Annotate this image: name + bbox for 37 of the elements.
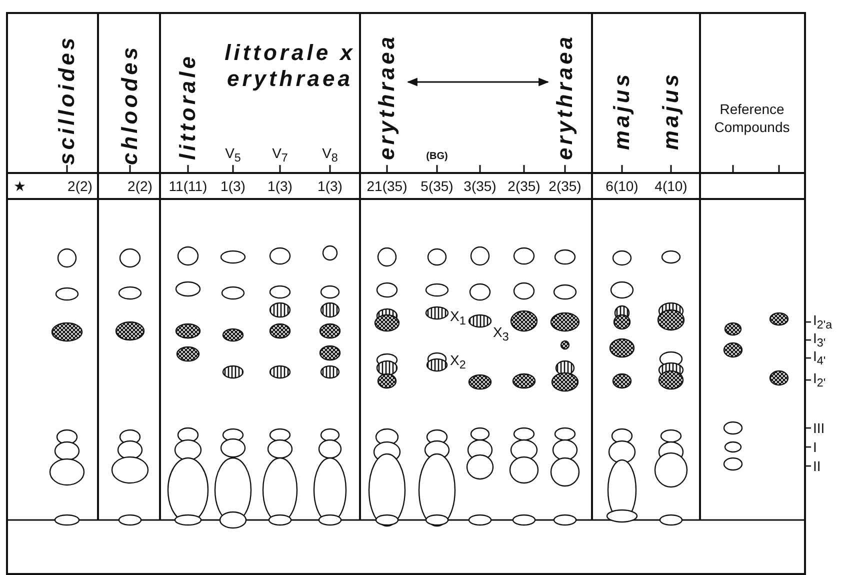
count-value: 21(35): [366, 179, 408, 193]
count-value: 1(3): [220, 179, 246, 193]
species-name: chloodes: [119, 44, 141, 165]
rf-marker: I$_{4'}$: [813, 348, 826, 368]
column-heading: Reference Compounds: [713, 100, 791, 136]
species-name: erythraea: [376, 34, 398, 160]
sample-label: V$_{7}$: [272, 146, 288, 164]
count-value: 2(35): [508, 179, 540, 193]
spot-label: X$_{1}$: [450, 308, 466, 328]
count-value: 1(3): [268, 179, 292, 193]
spot-label: X$_{3}$: [493, 324, 509, 344]
sample-label: V$_{5}$: [225, 146, 241, 164]
species-name: erythraea: [554, 34, 576, 160]
species-name: littorale: [177, 54, 199, 160]
species-name: majus: [660, 71, 682, 150]
hybrid-name: littorale x erythraea: [224, 40, 356, 93]
rf-marker: I$_{2'a}$: [813, 312, 832, 332]
rf-marker: I$_{2'}$: [813, 370, 826, 390]
species-name: majus: [611, 71, 633, 150]
count-value: 11(11): [168, 179, 208, 193]
rf-marker: I$_{3'}$: [813, 330, 826, 350]
count-value: 3(35): [464, 179, 496, 193]
species-name: scilloides: [56, 34, 78, 165]
rf-marker: I: [813, 440, 817, 454]
count-value: 1(3): [318, 179, 342, 193]
count-value: 4(10): [654, 179, 688, 193]
star-symbol: ★: [14, 179, 26, 193]
rf-marker: III: [813, 421, 825, 435]
count-value: 5(35): [420, 179, 454, 193]
count-value: 6(10): [606, 179, 638, 193]
sample-label: V$_{8}$: [322, 146, 338, 164]
count-value: 2(2): [128, 179, 152, 193]
group-note: (BG): [426, 152, 448, 162]
rf-marker: II: [813, 459, 821, 473]
count-value: 2(35): [548, 179, 582, 193]
spot-label: X$_{2}$: [450, 352, 466, 372]
count-value: 2(2): [68, 179, 92, 193]
